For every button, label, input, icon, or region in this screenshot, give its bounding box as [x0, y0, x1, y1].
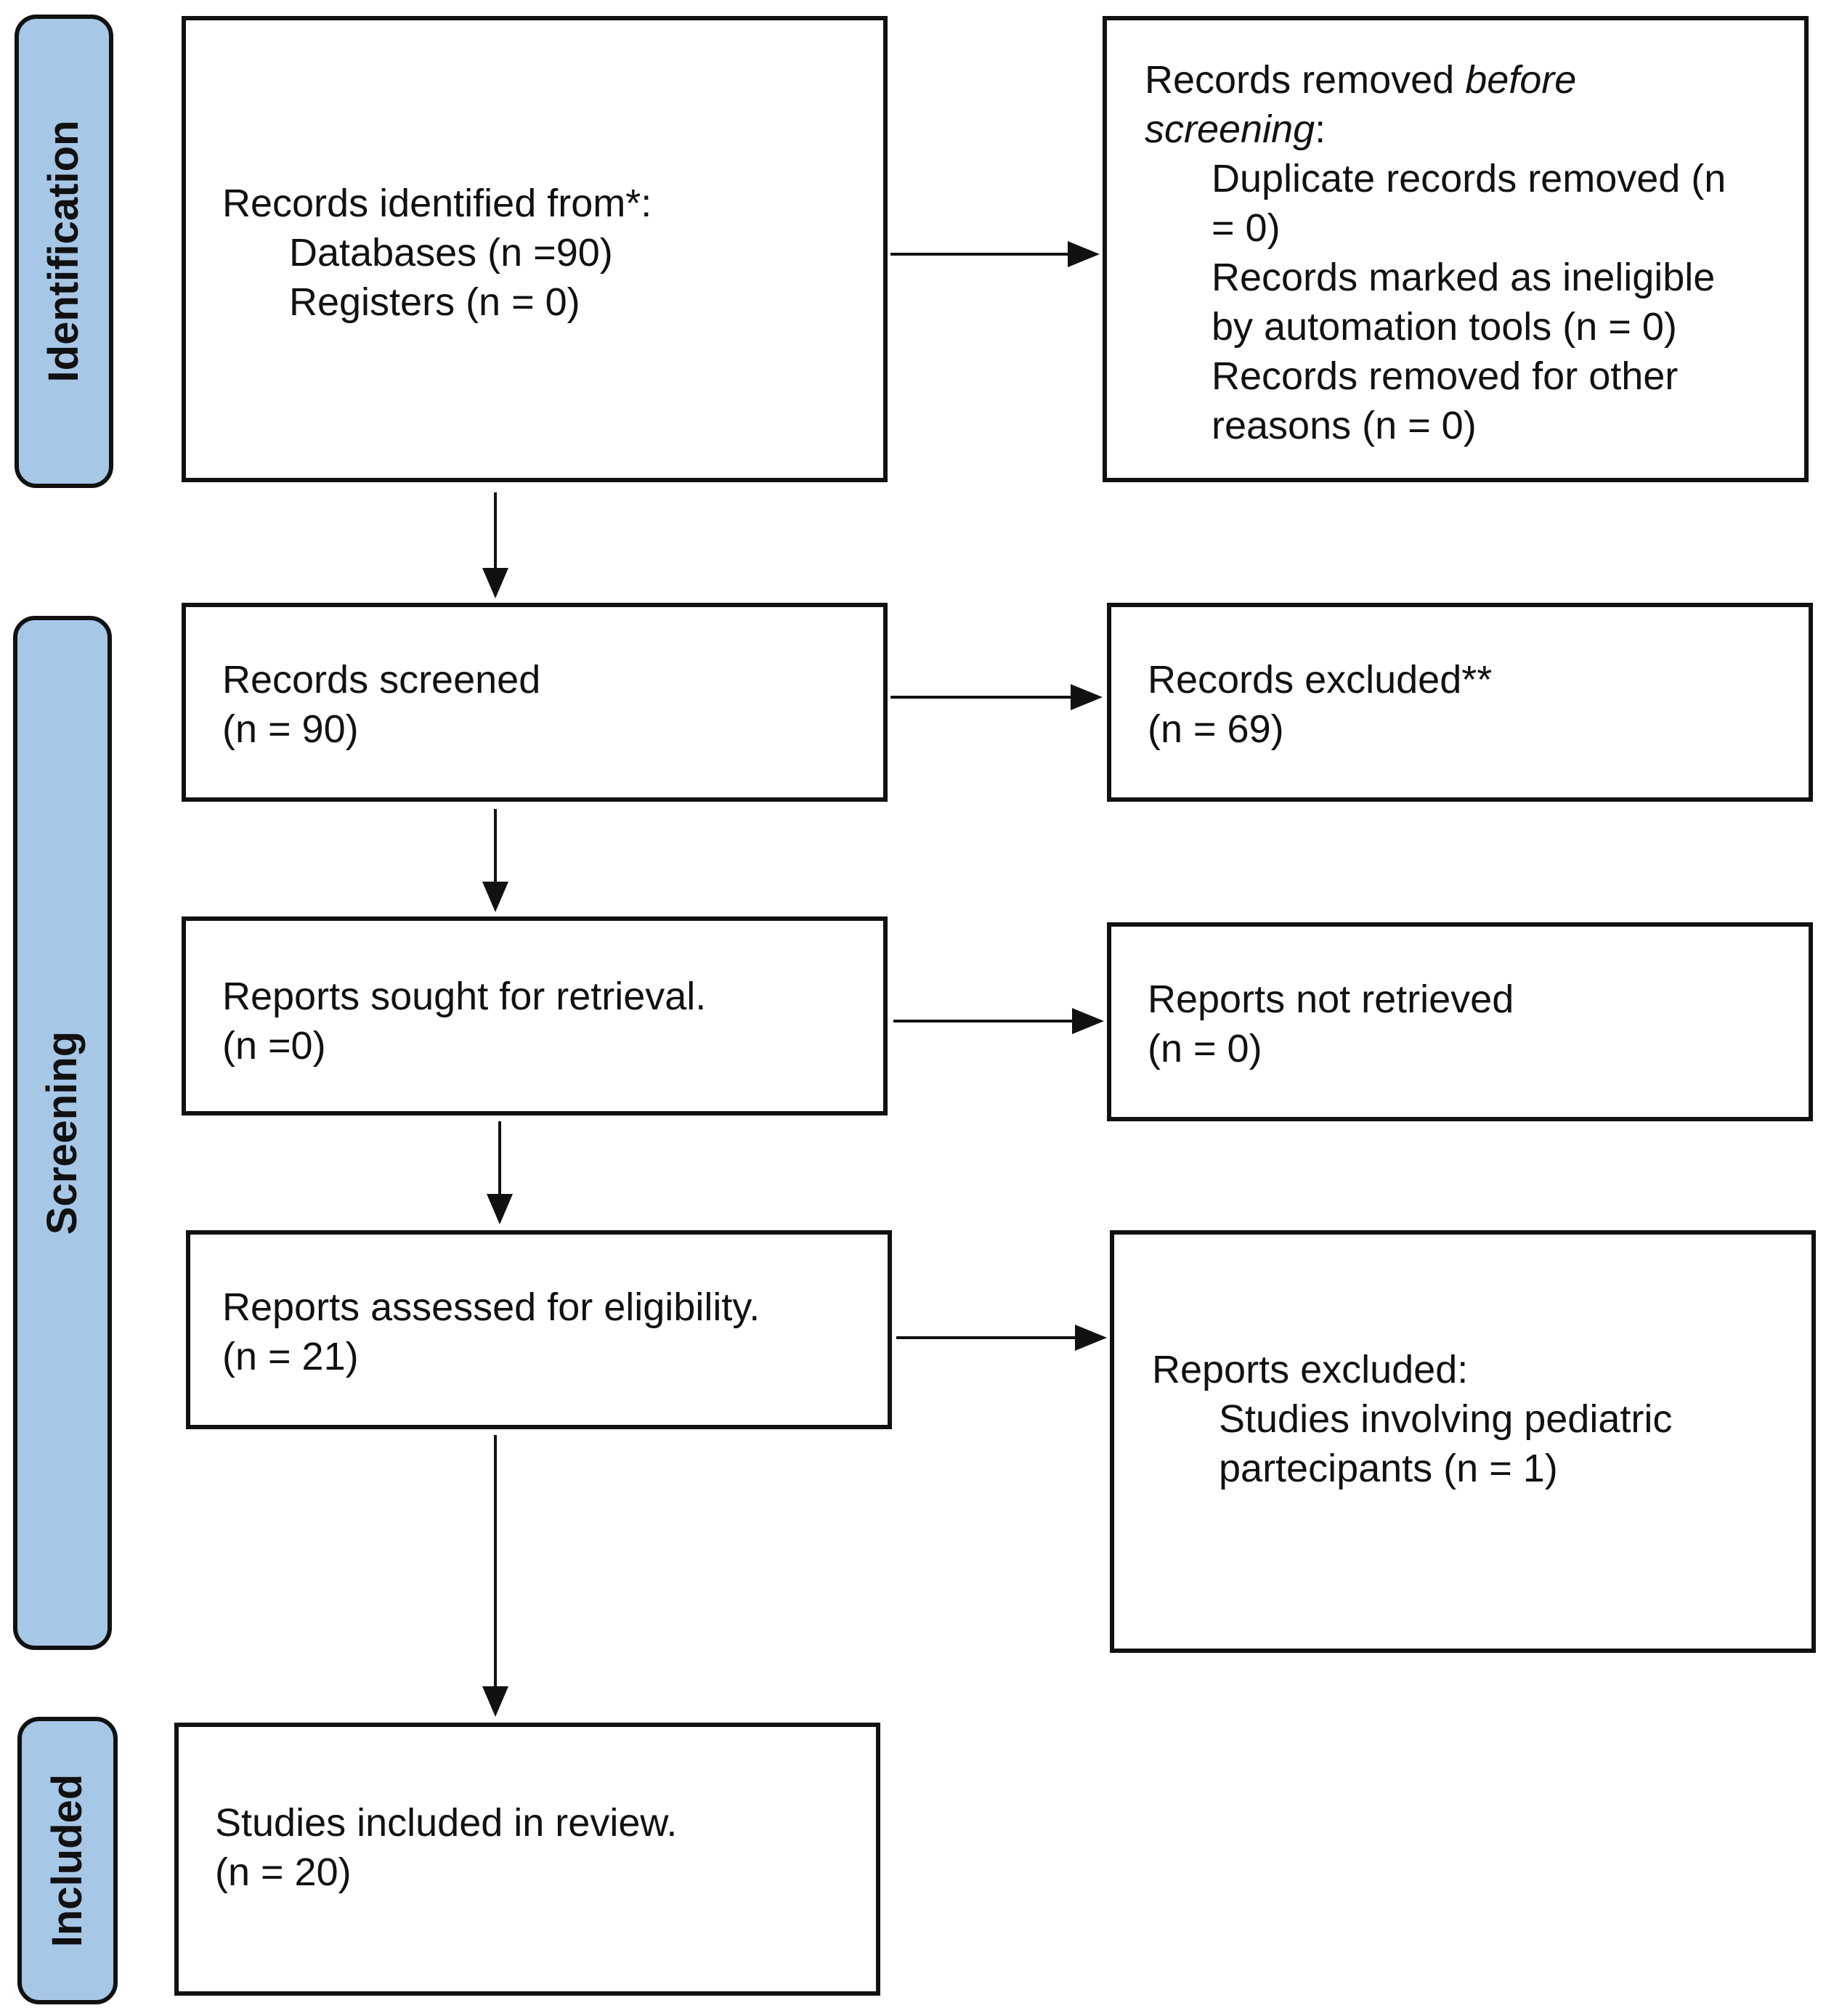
records-removed-title-line2: screening:: [1145, 107, 1326, 151]
box-reports-not-retrieved: Reports not retrieved (n = 0): [1107, 922, 1813, 1121]
reports-excluded-reason-line2: partecipants (n = 1): [1219, 1447, 1558, 1490]
reports-excluded-title: Reports excluded:: [1152, 1348, 1469, 1391]
ineligible-line1: Records marked as ineligible: [1212, 256, 1716, 299]
reports-not-retrieved-title: Reports not retrieved: [1148, 977, 1514, 1021]
studies-included-title: Studies included in review.: [215, 1801, 678, 1845]
duplicates-line2: = 0): [1212, 206, 1281, 250]
records-screened-title: Records screened: [222, 658, 541, 702]
box-records-screened: Records screened (n = 90): [182, 603, 888, 802]
phase-included: Included: [17, 1717, 118, 2004]
phase-screening: Screening: [13, 616, 112, 1650]
reports-excluded-reason-line1: Studies involving pediatric: [1219, 1397, 1673, 1441]
records-excluded-title: Records excluded**: [1148, 658, 1493, 702]
box-records-removed: Records removed before screening: Duplic…: [1103, 16, 1809, 482]
records-identified-registers: Registers (n = 0): [289, 280, 580, 324]
arrowhead-screened-to-sought: [482, 882, 508, 912]
box-records-excluded: Records excluded** (n = 69): [1107, 603, 1813, 802]
box-studies-included: Studies included in review. (n = 20): [174, 1723, 880, 1996]
records-removed-title-line1: Records removed before: [1145, 58, 1577, 102]
duplicates-line1: Duplicate records removed (n: [1212, 157, 1726, 200]
records-identified-databases: Databases (n =90): [289, 231, 613, 275]
reports-sought-count: (n =0): [222, 1024, 326, 1068]
arrowhead-identified-to-removed: [1068, 241, 1100, 267]
arrowhead-assessed-to-included: [482, 1686, 508, 1717]
other-reasons-line2: reasons (n = 0): [1212, 404, 1477, 447]
reports-assessed-title: Reports assessed for eligibility.: [222, 1285, 760, 1329]
box-reports-excluded: Reports excluded: Studies involving pedi…: [1110, 1230, 1816, 1653]
arrowhead-screened-to-excluded: [1071, 684, 1103, 710]
arrowhead-sought-to-not-retrieved: [1072, 1008, 1104, 1034]
records-screened-count: (n = 90): [222, 707, 359, 751]
reports-assessed-count: (n = 21): [222, 1335, 359, 1378]
box-reports-assessed: Reports assessed for eligibility. (n = 2…: [186, 1230, 892, 1429]
phase-identification: Identification: [15, 15, 113, 488]
records-identified-title: Records identified from*:: [222, 182, 652, 225]
reports-sought-title: Reports sought for retrieval.: [222, 975, 707, 1018]
arrowhead-identified-to-screened: [482, 568, 508, 598]
studies-included-count: (n = 20): [215, 1850, 352, 1894]
arrowhead-assessed-to-reports-excluded: [1075, 1325, 1107, 1351]
other-reasons-line1: Records removed for other: [1212, 354, 1679, 398]
arrowhead-sought-to-assessed: [487, 1194, 513, 1224]
ineligible-line2: by automation tools (n = 0): [1212, 305, 1677, 349]
box-reports-sought: Reports sought for retrieval. (n =0): [182, 916, 888, 1115]
reports-not-retrieved-count: (n = 0): [1148, 1027, 1262, 1070]
records-excluded-count: (n = 69): [1148, 707, 1284, 751]
box-records-identified: Records identified from*: Databases (n =…: [182, 16, 888, 482]
